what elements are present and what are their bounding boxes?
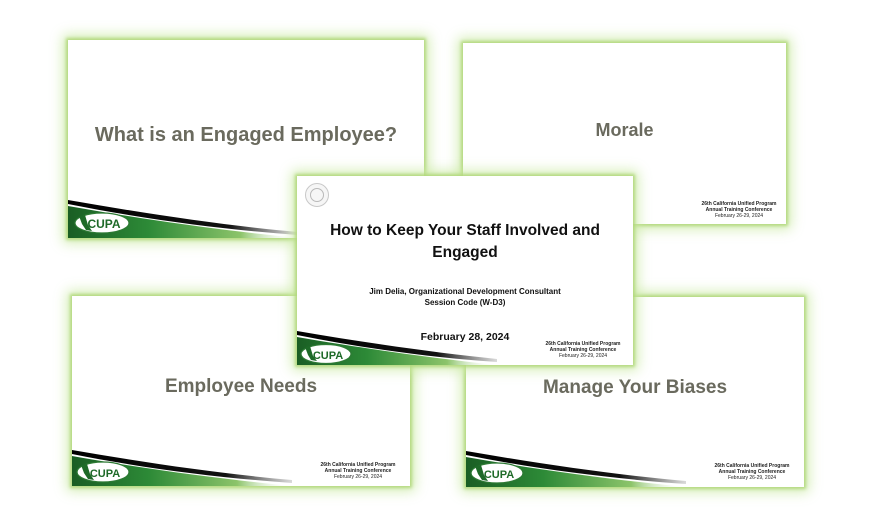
footer-line-2: Annual Training Conference [324,468,392,474]
presenter-name: Jim Delia, Organizational Development Co… [369,287,561,296]
state-seal-icon [305,183,329,207]
green-swoosh-graphic [68,200,298,238]
cupa-logo: CUPA [300,342,352,365]
slide-engaged-employee[interactable]: What is an Engaged Employee? CUPA [68,40,424,238]
presentation-date: February 28, 2024 [420,331,510,343]
session-code: Session Code (W-D3) [424,298,506,307]
cupa-logo: CUPA [76,460,130,483]
slide-title: What is an Engaged Employee? [94,124,398,146]
logo-text: CUPA [313,350,343,362]
footer-line-1: 26th California Unified Program [545,341,621,347]
logo-text: CUPA [90,468,120,480]
conference-footer: 26th California Unified Program Annual T… [535,341,631,359]
presentation-title: How to Keep Your Staff Involved and Enga… [297,220,633,264]
title-line-1: How to Keep Your Staff Involved and [330,222,600,239]
logo-text: CUPA [484,469,514,481]
footer-line-2: Annual Training Conference [549,347,617,353]
cupa-logo: CUPA [74,210,130,234]
slide-title: Employee Needs [164,376,318,397]
footer-line-3: February 26-29, 2024 [727,475,777,481]
green-swoosh-graphic [466,451,686,487]
footer-line-2: Annual Training Conference [705,207,773,213]
footer-line-3: February 26-29, 2024 [333,474,383,480]
title-line-2: Engaged [432,244,498,261]
cupa-logo: CUPA [470,461,524,484]
footer-line-1: 26th California Unified Program [320,462,396,468]
footer-line-1: 26th California Unified Program [714,463,790,469]
footer-line-1: 26th California Unified Program [701,201,777,207]
footer-line-3: February 26-29, 2024 [558,353,608,359]
slide-title: Morale [595,120,654,140]
logo-text: CUPA [87,217,120,231]
slide-title-main[interactable]: How to Keep Your Staff Involved and Enga… [297,176,633,365]
conference-footer: 26th California Unified Program Annual T… [310,462,406,480]
slide-title: Manage Your Biases [542,377,728,398]
footer-line-3: February 26-29, 2024 [714,213,764,219]
conference-footer: 26th California Unified Program Annual T… [691,201,786,219]
conference-footer: 26th California Unified Program Annual T… [704,463,800,481]
presenter-info: Jim Delia, Organizational Development Co… [297,286,633,308]
footer-line-2: Annual Training Conference [718,469,786,475]
green-swoosh-graphic [72,450,292,486]
